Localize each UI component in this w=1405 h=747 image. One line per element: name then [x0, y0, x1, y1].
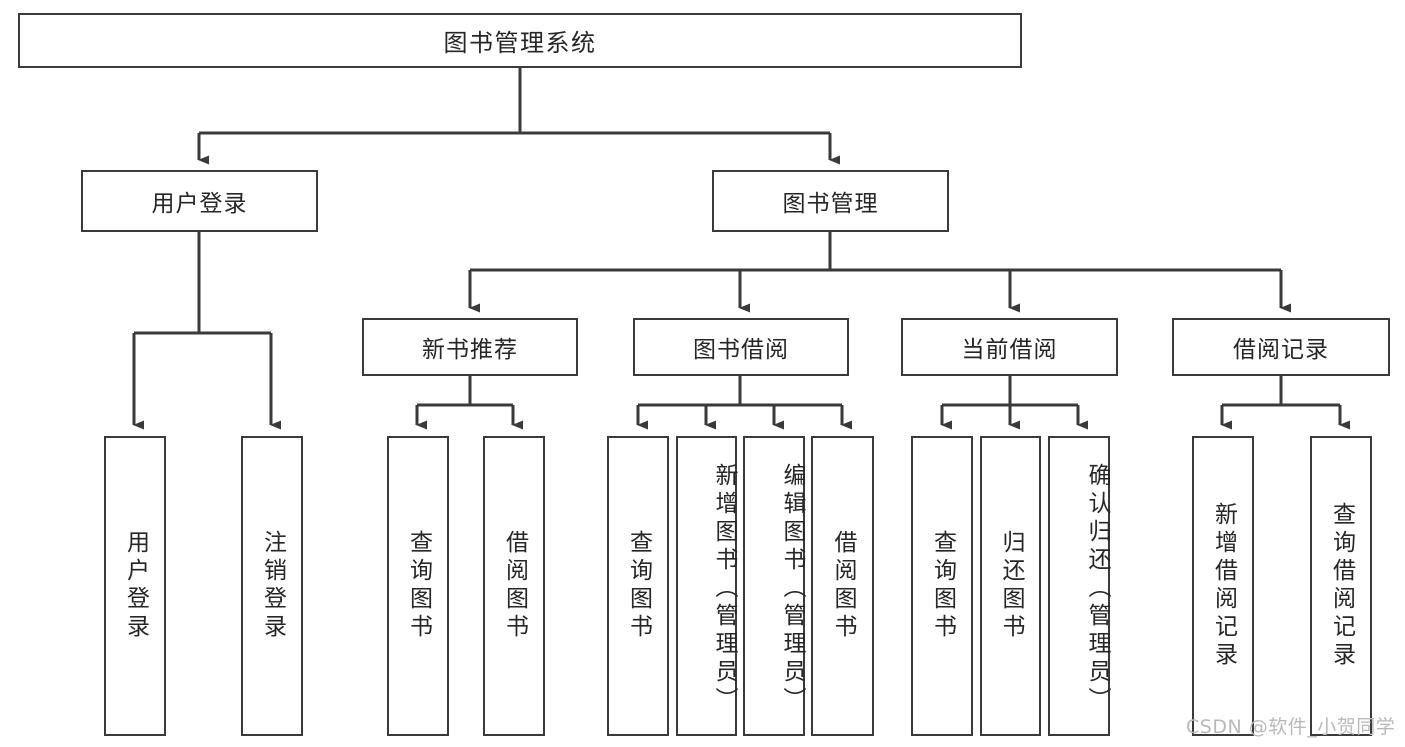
node-leaf-logout-login[interactable]: 注销登录: [241, 436, 303, 736]
node-root-system[interactable]: 图书管理系统: [18, 13, 1022, 68]
node-book-manage[interactable]: 图书管理: [712, 170, 949, 232]
node-leaf-add-book-admin[interactable]: 新增图书（管理员）: [676, 436, 737, 736]
node-leaf-add-borrow-record[interactable]: 新增借阅记录: [1192, 436, 1254, 736]
node-leaf-query-book-1[interactable]: 查询图书: [387, 436, 449, 736]
node-leaf-user-login[interactable]: 用户登录: [104, 436, 166, 736]
node-leaf-borrow-book-2[interactable]: 借阅图书: [811, 436, 874, 736]
node-leaf-return-book[interactable]: 归还图书: [980, 436, 1041, 736]
node-leaf-query-borrow-record[interactable]: 查询借阅记录: [1310, 436, 1372, 736]
node-current-borrow[interactable]: 当前借阅: [901, 318, 1118, 376]
node-leaf-query-book-2[interactable]: 查询图书: [607, 436, 669, 736]
node-leaf-borrow-book-1[interactable]: 借阅图书: [483, 436, 545, 736]
node-book-borrow[interactable]: 图书借阅: [633, 318, 849, 376]
node-user-login[interactable]: 用户登录: [81, 170, 318, 232]
node-leaf-query-book-3[interactable]: 查询图书: [911, 436, 973, 736]
node-leaf-edit-book-admin[interactable]: 编辑图书（管理员）: [743, 436, 805, 736]
node-leaf-confirm-return-admin[interactable]: 确认归还（管理员）: [1048, 436, 1110, 736]
node-borrow-record[interactable]: 借阅记录: [1172, 318, 1390, 376]
node-new-book-recommend[interactable]: 新书推荐: [362, 318, 578, 376]
